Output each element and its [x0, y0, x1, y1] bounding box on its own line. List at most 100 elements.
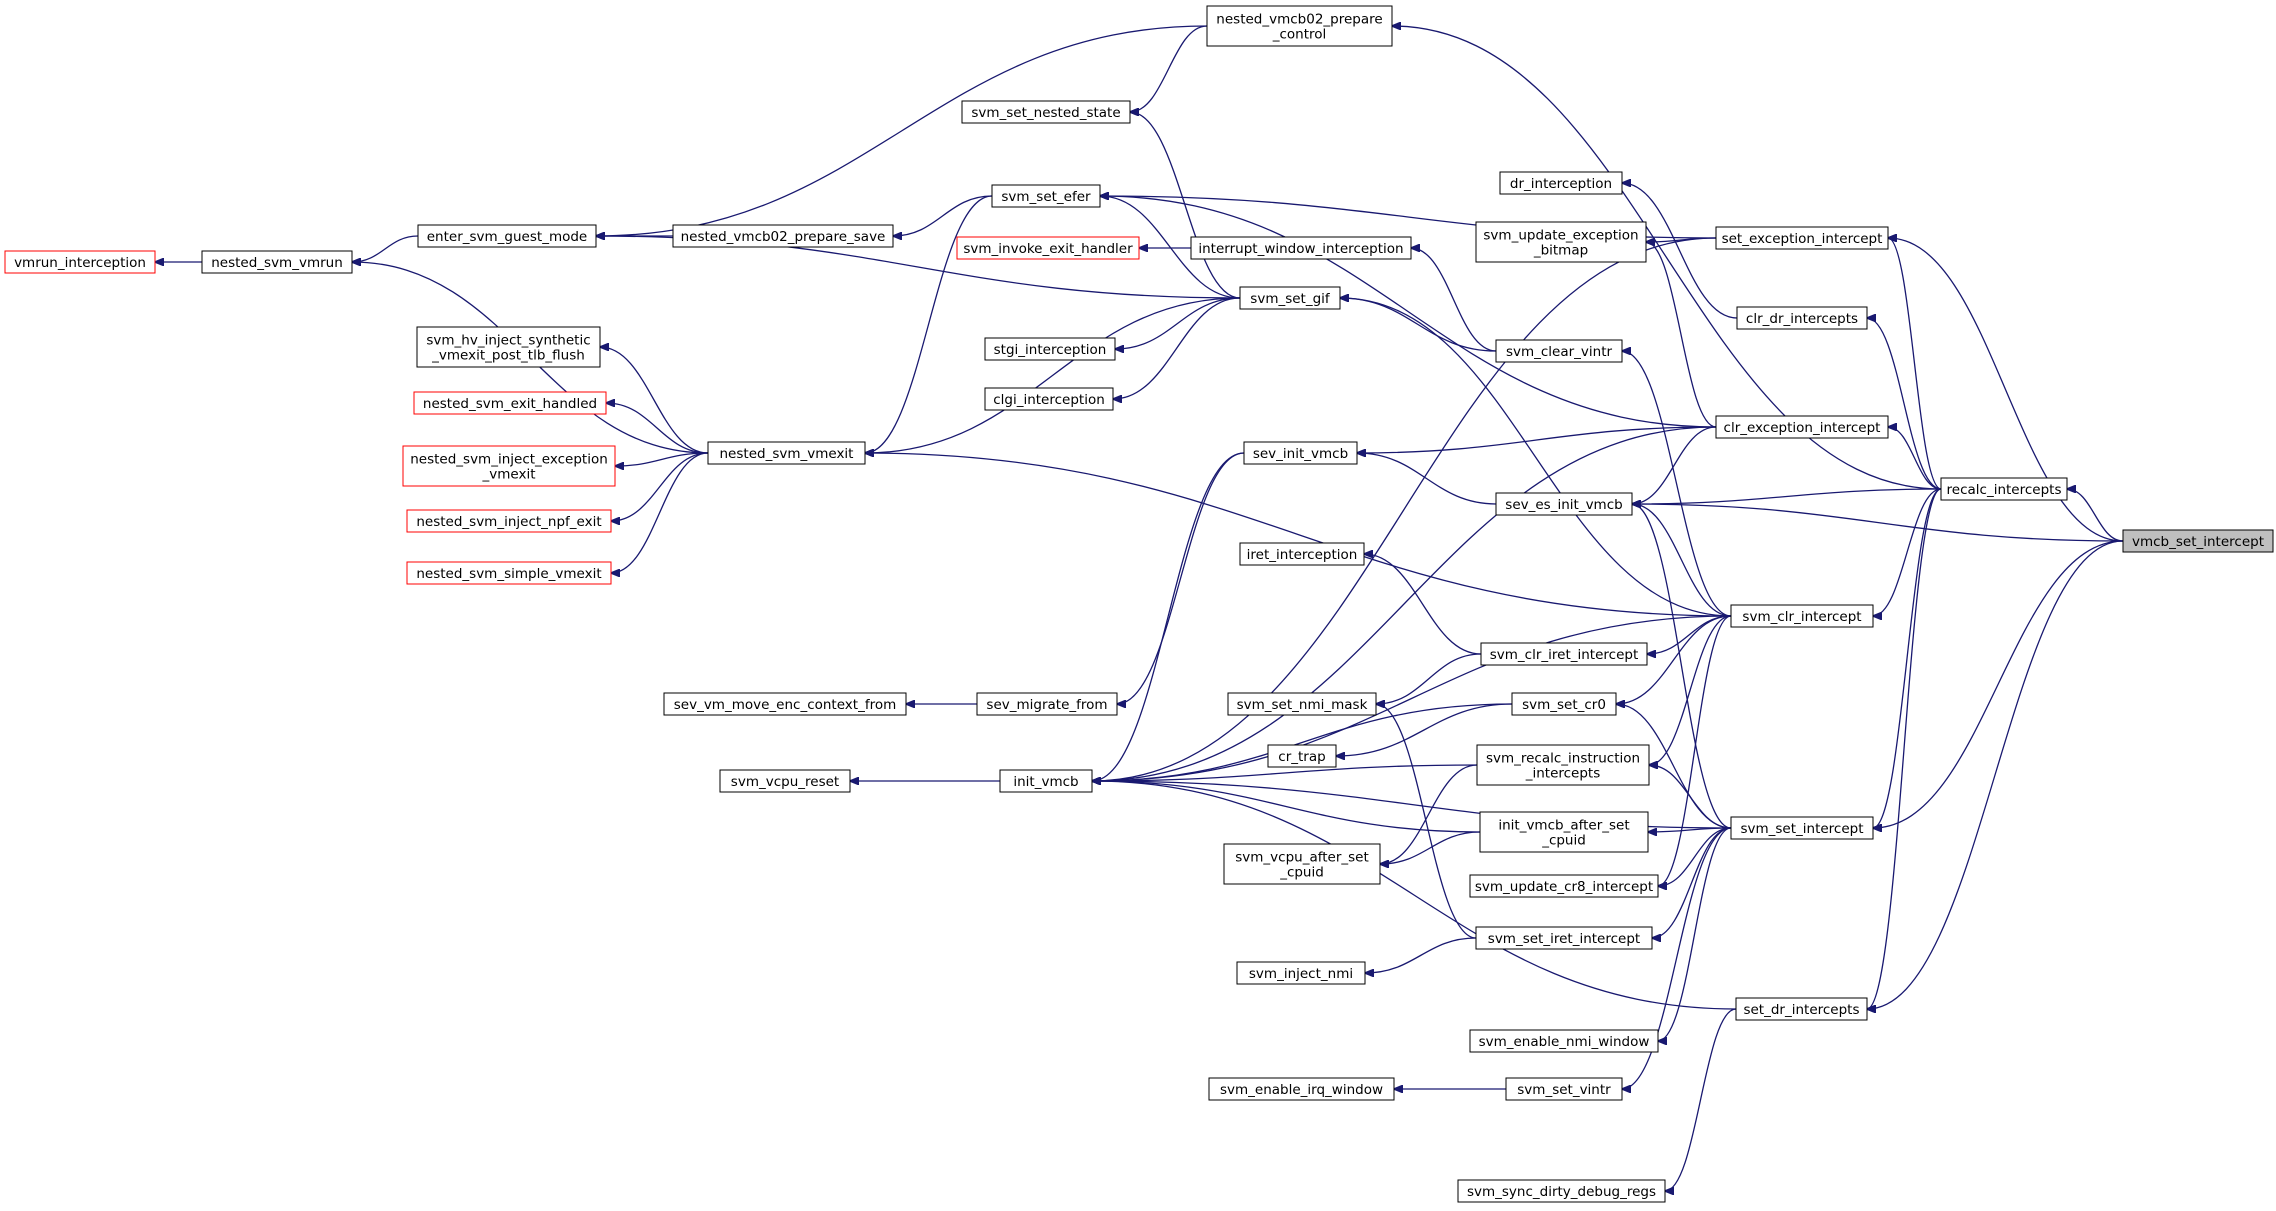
node-box [1499, 171, 1623, 195]
edge-nested_vmcb02_prepare_control-to-enter_svm_guest_mode [596, 25, 1208, 236]
node-box [1469, 874, 1659, 898]
node-box [1505, 1077, 1623, 1101]
edge-nested_svm_vmexit-to-nested_svm_simple_vmexit [611, 452, 709, 573]
node-box [1208, 1077, 1395, 1101]
node-box [1475, 926, 1653, 950]
node-label: iret_interception [1247, 547, 1358, 563]
node-nested-vmcb02-prepare-save[interactable]: nested_vmcb02_prepare_save [672, 224, 894, 248]
edge-recalc_intercepts-to-clr_exception_intercept [1888, 427, 1942, 490]
node-svm-set-efer[interactable]: svm_set_efer [991, 184, 1101, 208]
node-clgi-interception[interactable]: clgi_interception [984, 387, 1114, 411]
node-box [1940, 477, 2068, 501]
edge-svm_clr_intercept-to-sev_es_init_vmcb [1632, 504, 1732, 617]
node-label: svm_update_exception [1483, 228, 1638, 244]
node-nested-vmcb02-prepare-control[interactable]: nested_vmcb02_prepare_control [1206, 5, 1393, 47]
node-svm-vcpu-after-set-cpuid[interactable]: svm_vcpu_after_set_cpuid [1223, 843, 1381, 885]
edge-set_dr_intercepts-to-init_vmcb [1092, 781, 1737, 1010]
node-label: _cpuid [1279, 865, 1324, 881]
node-label: nested_vmcb02_prepare [1216, 12, 1382, 28]
node-cr-trap[interactable]: cr_trap [1267, 744, 1337, 768]
node-stgi-interception[interactable]: stgi_interception [984, 337, 1116, 361]
node-label: nested_svm_inject_npf_exit [416, 514, 601, 530]
edge-svm_clr_intercept-to-svm_set_gif [1340, 298, 1732, 617]
node-vmcb-set-intercept[interactable]: vmcb_set_intercept [2122, 529, 2274, 553]
node-svm-clr-intercept[interactable]: svm_clr_intercept [1730, 604, 1874, 628]
edge-recalc_intercepts-to-clr_dr_intercepts [1867, 318, 1942, 490]
node-svm-vcpu-reset[interactable]: svm_vcpu_reset [719, 769, 851, 793]
node-label: nested_svm_inject_exception [410, 452, 608, 468]
node-label: _vmexit_post_tlb_flush [431, 348, 585, 364]
node-svm-enable-nmi-window[interactable]: svm_enable_nmi_window [1469, 1029, 1659, 1053]
edge-vmcb_set_intercept-to-svm_set_intercept [1873, 540, 2124, 828]
node-nested-svm-vmexit[interactable]: nested_svm_vmexit [707, 441, 866, 465]
node-recalc-intercepts[interactable]: recalc_intercepts [1940, 477, 2068, 501]
node-set-dr-intercepts[interactable]: set_dr_intercepts [1735, 997, 1868, 1021]
node-svm-sync-dirty-debug-regs[interactable]: svm_sync_dirty_debug_regs [1457, 1179, 1666, 1203]
edge-svm_clear_vintr-to-svm_set_gif [1340, 298, 1497, 352]
node-svm-set-intercept[interactable]: svm_set_intercept [1730, 816, 1874, 840]
node-svm-set-nmi-mask[interactable]: svm_set_nmi_mask [1227, 692, 1377, 716]
node-nested-svm-vmrun[interactable]: nested_svm_vmrun [201, 250, 353, 274]
node-box [956, 236, 1140, 260]
node-label: set_exception_intercept [1722, 231, 1883, 247]
node-box [413, 391, 607, 415]
node-dr-interception[interactable]: dr_interception [1499, 171, 1623, 195]
node-sev-init-vmcb[interactable]: sev_init_vmcb [1243, 441, 1358, 465]
node-init-vmcb-after-set-cpuid[interactable]: init_vmcb_after_set_cpuid [1479, 811, 1649, 853]
node-svm-clr-iret-intercept[interactable]: svm_clr_iret_intercept [1480, 642, 1648, 666]
node-label: vmcb_set_intercept [2132, 534, 2264, 550]
node-label: svm_set_nmi_mask [1237, 697, 1368, 713]
node-svm-set-nested-state[interactable]: svm_set_nested_state [961, 100, 1131, 124]
node-nested-svm-simple-vmexit[interactable]: nested_svm_simple_vmexit [406, 561, 612, 585]
node-label: nested_svm_simple_vmexit [416, 566, 601, 582]
node-enter-svm-guest-mode[interactable]: enter_svm_guest_mode [417, 224, 597, 248]
node-set-exception-intercept[interactable]: set_exception_intercept [1715, 226, 1889, 250]
node-svm-clear-vintr[interactable]: svm_clear_vintr [1495, 339, 1623, 363]
edge-vmcb_set_intercept-to-set_dr_intercepts [1867, 540, 2124, 1009]
node-init-vmcb[interactable]: init_vmcb [999, 769, 1093, 793]
edge-clr_exception_intercept-to-sev_es_init_vmcb [1632, 426, 1717, 504]
node-svm-recalc-instruction-intercepts[interactable]: svm_recalc_instruction_intercepts [1476, 744, 1650, 786]
edge-set_dr_intercepts-to-svm_sync_dirty_debug_regs [1665, 1008, 1737, 1191]
node-vmrun-interception[interactable]: vmrun_interception [4, 250, 156, 274]
node-svm-set-cr0[interactable]: svm_set_cr0 [1511, 692, 1617, 716]
node-svm-enable-irq-window[interactable]: svm_enable_irq_window [1208, 1077, 1395, 1101]
edge-nested_svm_vmexit-to-nested_svm_inject_exception_vmexit [615, 452, 709, 466]
node-svm-update-exception-bitmap[interactable]: svm_update_exception_bitmap [1475, 221, 1647, 263]
node-nested-svm-exit-handled[interactable]: nested_svm_exit_handled [413, 391, 607, 415]
node-label: nested_svm_vmexit [720, 446, 854, 462]
node-box [406, 509, 612, 533]
node-box [4, 250, 156, 274]
node-label: _vmexit [482, 467, 536, 483]
node-label: _bitmap [1533, 243, 1588, 259]
node-box [1267, 744, 1337, 768]
node-label: svm_vcpu_reset [731, 774, 839, 790]
node-label: sev_vm_move_enc_context_from [674, 697, 897, 713]
node-interrupt-window-interception[interactable]: interrupt_window_interception [1190, 236, 1412, 260]
node-label: cr_trap [1278, 749, 1325, 765]
node-svm-set-iret-intercept[interactable]: svm_set_iret_intercept [1475, 926, 1653, 950]
node-label: clgi_interception [993, 392, 1105, 408]
node-svm-inject-nmi[interactable]: svm_inject_nmi [1236, 961, 1366, 985]
node-box [1469, 1029, 1659, 1053]
node-clr-dr-intercepts[interactable]: clr_dr_intercepts [1736, 306, 1868, 330]
edge-recalc_intercepts-to-svm_set_intercept [1873, 488, 1942, 828]
node-svm-update-cr8-intercept[interactable]: svm_update_cr8_intercept [1469, 874, 1659, 898]
node-label: interrupt_window_interception [1198, 241, 1403, 257]
node-sev-vm-move-enc-context-from[interactable]: sev_vm_move_enc_context_from [663, 692, 907, 716]
node-sev-es-init-vmcb[interactable]: sev_es_init_vmcb [1495, 492, 1633, 516]
edge-svm_set_iret_intercept-to-svm_set_nmi_mask [1376, 704, 1477, 939]
node-box [961, 100, 1131, 124]
node-box [672, 224, 894, 248]
node-nested-svm-inject-exception-vmexit[interactable]: nested_svm_inject_exception_vmexit [402, 445, 616, 487]
node-svm-set-gif[interactable]: svm_set_gif [1239, 286, 1341, 310]
node-sev-migrate-from[interactable]: sev_migrate_from [976, 692, 1118, 716]
node-nested-svm-inject-npf-exit[interactable]: nested_svm_inject_npf_exit [406, 509, 612, 533]
node-svm-hv-inject[interactable]: svm_hv_inject_synthetic_vmexit_post_tlb_… [416, 326, 601, 368]
node-svm-invoke-exit-handler[interactable]: svm_invoke_exit_handler [956, 236, 1140, 260]
node-box [406, 561, 612, 585]
node-svm-set-vintr[interactable]: svm_set_vintr [1505, 1077, 1623, 1101]
node-iret-interception[interactable]: iret_interception [1239, 542, 1365, 566]
node-clr-exception-intercept[interactable]: clr_exception_intercept [1715, 415, 1889, 439]
node-label: _cpuid [1541, 833, 1586, 849]
